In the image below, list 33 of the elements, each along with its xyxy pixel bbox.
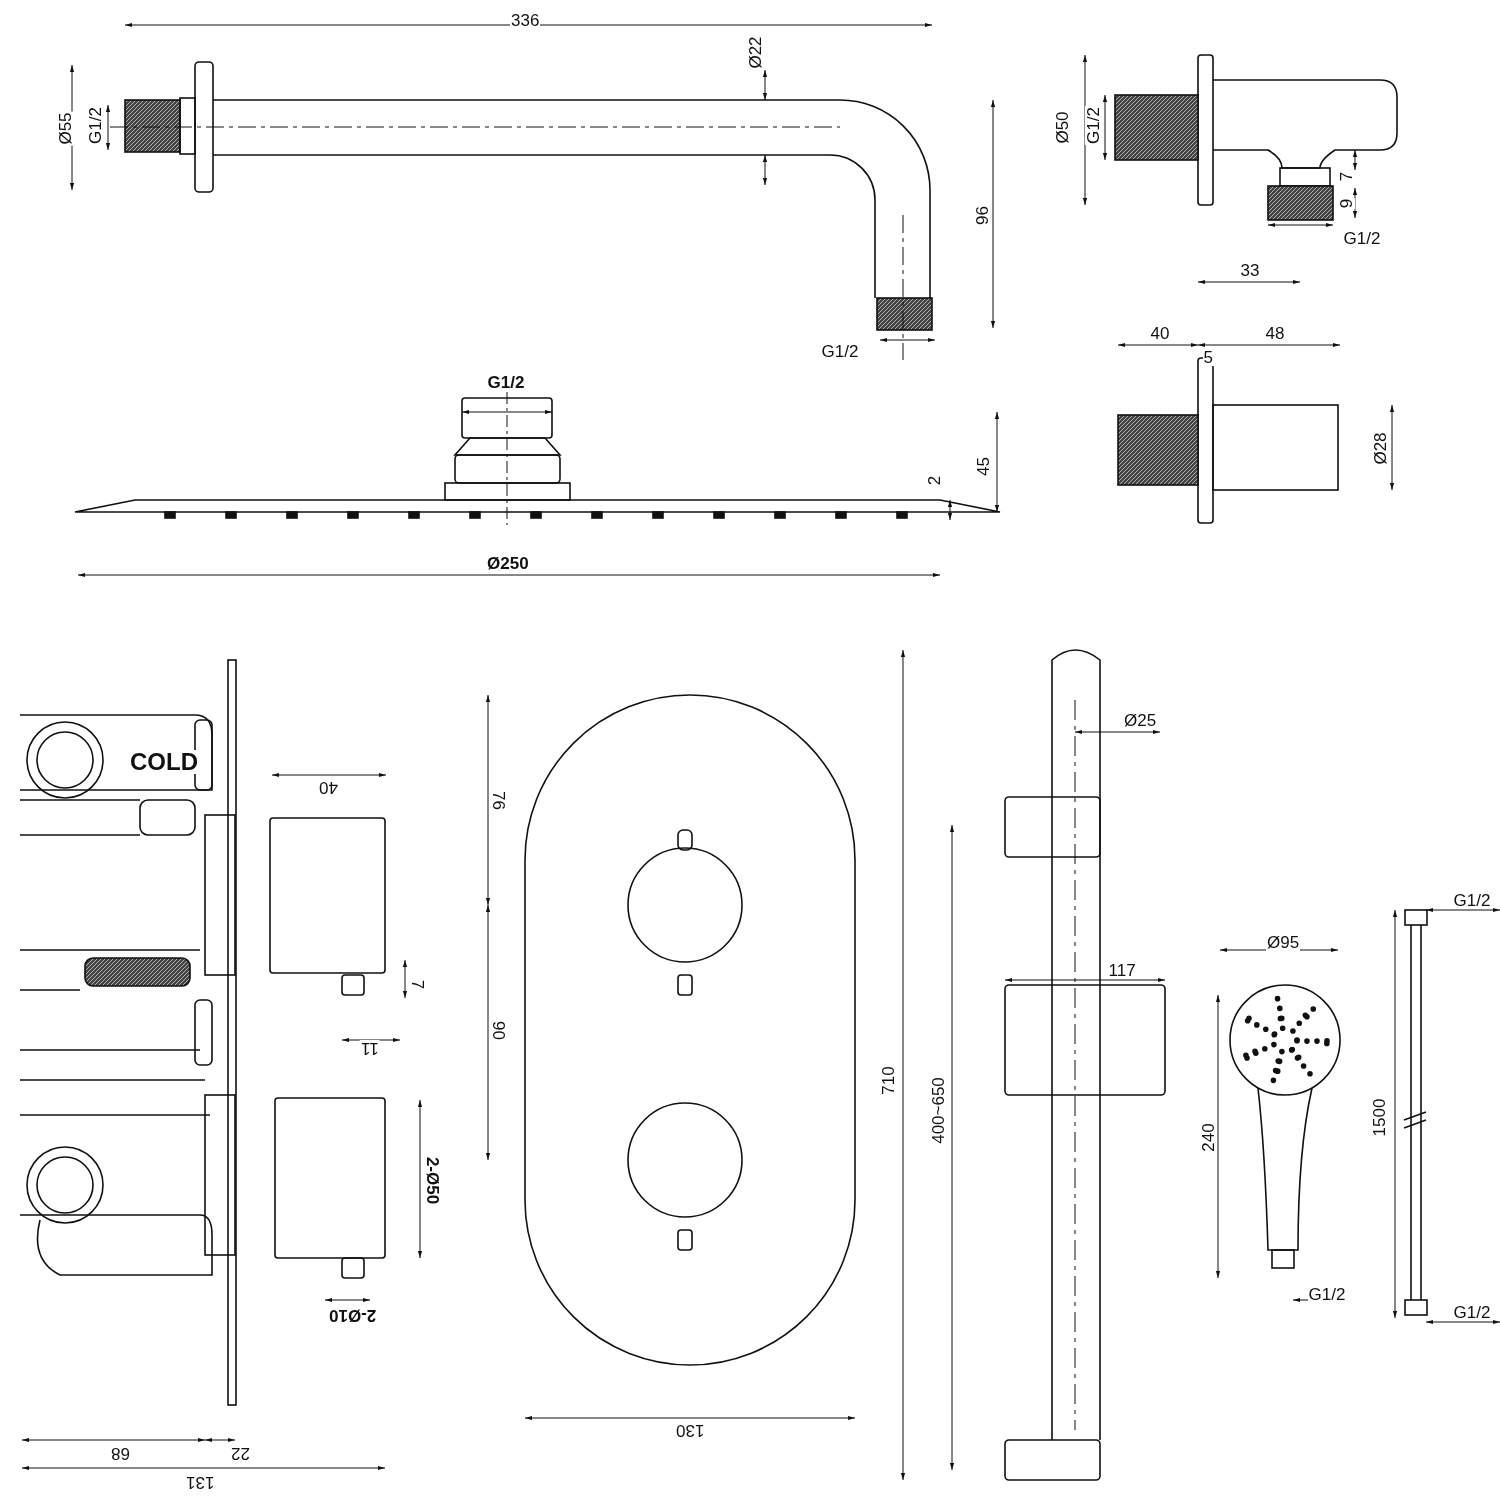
dimension-label: G1/2 <box>1307 1285 1347 1303</box>
dimension-label: G1/2 <box>1452 1303 1492 1321</box>
dimension-label: G1/2 <box>486 373 526 391</box>
valve-label: COLD <box>129 750 199 774</box>
dimension-label: 96 <box>973 204 991 226</box>
dimension-label: 336 <box>510 11 541 29</box>
dimension-label: 240 <box>1199 1121 1217 1153</box>
dimension-label: G1/2 <box>1452 891 1492 909</box>
dimension-label: G1/2 <box>1084 105 1102 145</box>
dimension-label: 117 <box>1107 961 1137 979</box>
dimension-label: 400~650 <box>929 1075 947 1145</box>
dimension-label: 45 <box>974 455 992 477</box>
dimension-label: 11 <box>360 1039 380 1057</box>
dimension-label: 5 <box>1202 348 1214 366</box>
dimension-label: Ø250 <box>486 554 530 572</box>
dimension-label: G1/2 <box>820 342 860 360</box>
dimension-label: 2-Ø10 <box>327 1306 377 1324</box>
dimension-label: Ø22 <box>746 34 764 70</box>
dimension-label: Ø95 <box>1266 933 1301 951</box>
dimension-label: Ø25 <box>1123 711 1158 729</box>
dimension-label: 7 <box>1337 170 1355 182</box>
dimension-label: 710 <box>879 1064 897 1096</box>
dimension-label: 9 <box>1337 197 1355 209</box>
dimension-label: 40 <box>1149 324 1171 342</box>
dimension-label: 2-Ø50 <box>423 1155 441 1205</box>
dimension-label: G1/2 <box>86 105 104 145</box>
dimension-label: Ø50 <box>1053 109 1071 145</box>
dimension-label: 48 <box>1264 324 1286 342</box>
dimension-label: 33 <box>1239 261 1261 279</box>
dimension-label: G1/2 <box>1342 229 1382 247</box>
dimension-label: 2 <box>925 474 943 486</box>
dimension-label: Ø28 <box>1371 430 1389 466</box>
dimension-label: Ø55 <box>56 110 74 146</box>
